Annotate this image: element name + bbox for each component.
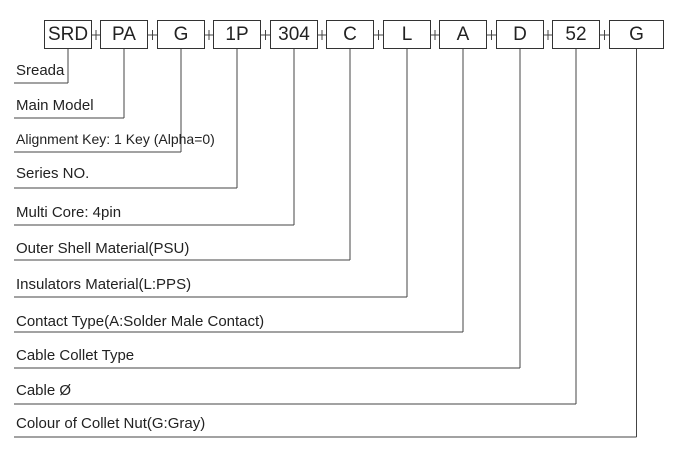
code-box-52: 52 bbox=[552, 20, 600, 49]
label-multi-core: Multi Core: 4pin bbox=[16, 204, 122, 221]
label-contact-type: Contact Type(A:Solder Male Contact) bbox=[16, 313, 265, 330]
code-box-g-nut: G bbox=[609, 20, 664, 49]
code-box-l: L bbox=[383, 20, 431, 49]
code-box-a: A bbox=[439, 20, 487, 49]
label-cable-diameter: Cable Ø bbox=[16, 382, 72, 399]
code-box-srd: SRD bbox=[44, 20, 92, 49]
code-box-pa: PA bbox=[100, 20, 148, 49]
label-brand: Sreada bbox=[16, 62, 65, 79]
label-outer-shell: Outer Shell Material(PSU) bbox=[16, 240, 190, 257]
label-insulators: Insulators Material(L:PPS) bbox=[16, 276, 192, 293]
code-box-304: 304 bbox=[270, 20, 318, 49]
label-collet-nut: Colour of Collet Nut(G:Gray) bbox=[16, 415, 206, 432]
label-alignment-key: Alignment Key: 1 Key (Alpha=0) bbox=[16, 131, 215, 147]
label-series-no: Series NO. bbox=[16, 165, 90, 182]
code-box-d: D bbox=[496, 20, 544, 49]
code-box-c: C bbox=[326, 20, 374, 49]
code-box-g-key: G bbox=[157, 20, 205, 49]
code-box-1p: 1P bbox=[213, 20, 261, 49]
label-main-model: Main Model bbox=[16, 97, 94, 114]
label-cable-collet: Cable Collet Type bbox=[16, 347, 135, 364]
